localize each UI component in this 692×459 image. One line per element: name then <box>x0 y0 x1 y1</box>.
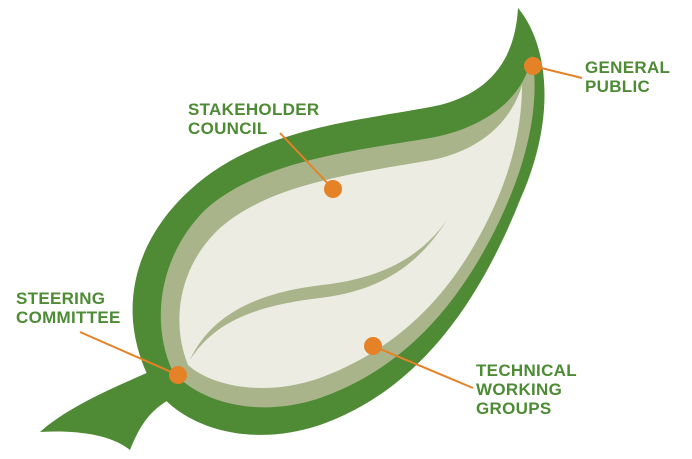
stakeholder-council-label: STAKEHOLDER COUNCIL <box>188 100 319 138</box>
technical-working-groups-label-line-2: WORKING <box>476 380 562 399</box>
technical-working-groups-label-line-3: GROUPS <box>476 399 551 418</box>
general-public-label-line-2: PUBLIC <box>585 77 650 96</box>
technical-working-groups-callout-line <box>372 345 474 389</box>
steering-committee-label-line-2: COMMITTEE <box>16 308 121 327</box>
steering-committee-label-line-1: STEERING <box>16 289 105 308</box>
technical-working-groups-dot <box>364 337 382 355</box>
leaf-stem <box>40 368 172 450</box>
technical-working-groups-label: TECHNICAL WORKING GROUPS <box>476 361 577 418</box>
general-public-label-line-1: GENERAL <box>585 58 670 77</box>
leaf-inner-layer <box>179 85 523 388</box>
stakeholder-council-dot <box>324 180 342 198</box>
leaf-vein <box>190 220 447 360</box>
stakeholder-council-label-line-1: STAKEHOLDER <box>188 100 319 119</box>
steering-committee-dot <box>169 366 187 384</box>
stakeholder-council-label-line-2: COUNCIL <box>188 119 268 138</box>
steering-committee-label: STEERING COMMITTEE <box>16 289 121 327</box>
technical-working-groups-label-line-1: TECHNICAL <box>476 361 577 380</box>
general-public-label: GENERAL PUBLIC <box>585 58 670 96</box>
stakeholder-council-callout-line <box>279 132 334 190</box>
steering-committee-callout-line <box>79 331 179 376</box>
general-public-dot <box>524 57 542 75</box>
